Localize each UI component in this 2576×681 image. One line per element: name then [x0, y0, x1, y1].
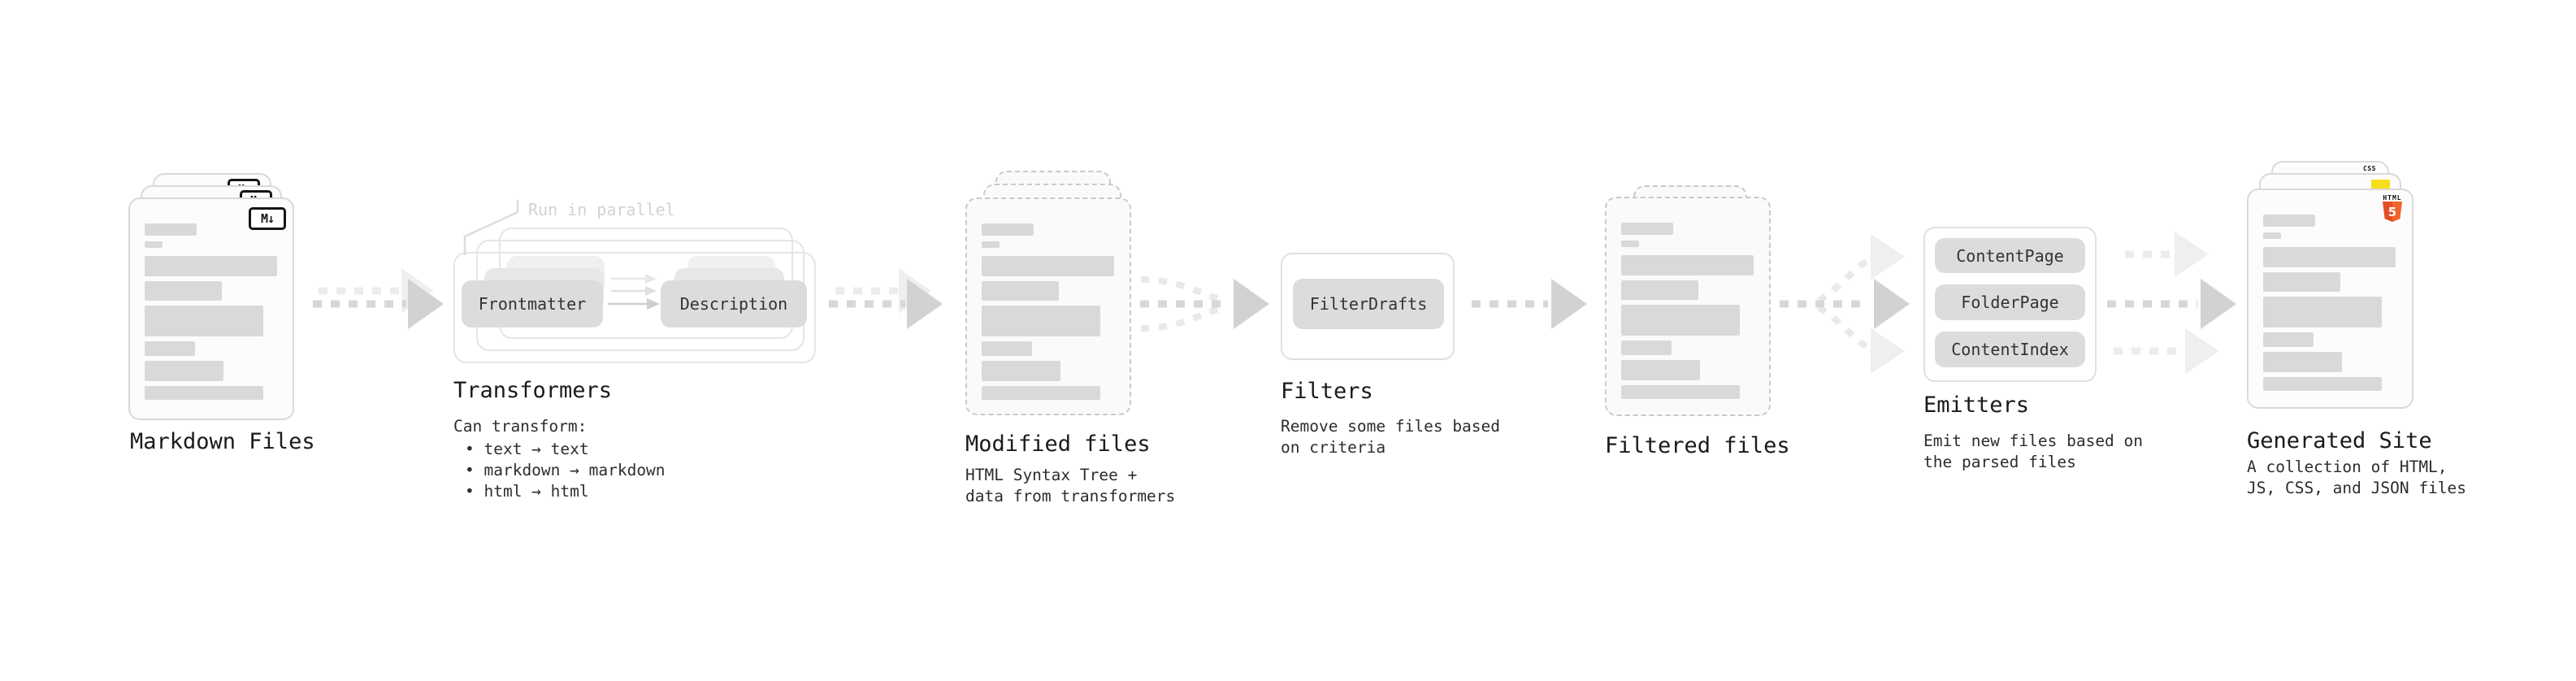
skeleton-line: [2263, 377, 2382, 391]
arrow-emitters-to-site: [2107, 232, 2236, 374]
transformer-pill-description: Description: [661, 280, 807, 327]
stage-label-emitters: Emitters: [1923, 393, 2030, 418]
run-in-parallel-label: Run in parallel: [528, 200, 675, 219]
skeleton-line: [982, 281, 1059, 301]
skeleton-line: [2263, 247, 2396, 267]
filters-description: on criteria: [1281, 438, 1386, 457]
stage-label-markdown-files: Markdown Files: [130, 429, 315, 454]
arrow-markdown-to-transformers: [313, 268, 444, 329]
arrow-merge-modified-to-filters: [1140, 276, 1269, 332]
skeleton-line: [1621, 305, 1740, 336]
modified-files-description: HTML Syntax Tree +: [965, 466, 1138, 484]
skeleton-line: [1621, 385, 1740, 399]
arrow-transformers-to-modified: [829, 268, 943, 329]
skeleton-line: [982, 361, 1060, 381]
skeleton-line: [2263, 232, 2281, 239]
generated-site-description: A collection of HTML,: [2247, 458, 2448, 476]
skeleton-content: [982, 199, 1120, 400]
emitter-pill-folderpage: FolderPage: [1935, 284, 2085, 320]
file-card-front: [965, 197, 1131, 415]
emitters-description: Emit new files based on: [1923, 432, 2144, 450]
skeleton-line: [2263, 332, 2314, 347]
generated-site-description: JS, CSS, and JSON files: [2247, 479, 2467, 497]
html5-icon: HTML 5: [2381, 194, 2404, 222]
file-card-front: [1605, 197, 1771, 416]
skeleton-line: [1621, 360, 1700, 380]
skeleton-line: [1621, 340, 1672, 355]
emitter-pill-contentindex: ContentIndex: [1935, 332, 2085, 367]
skeleton-line: [982, 341, 1032, 356]
skeleton-line: [145, 256, 277, 276]
skeleton-line: [145, 306, 263, 336]
stage-label-generated-site: Generated Site: [2247, 428, 2432, 453]
transformers-description: Can transform:: [453, 417, 588, 436]
skeleton-line: [1621, 223, 1673, 235]
stage-label-transformers: Transformers: [453, 378, 613, 403]
transformers-bullet: • html → html: [465, 482, 589, 501]
emitters-description: the parsed files: [1923, 453, 2076, 471]
skeleton-line: [2263, 215, 2315, 227]
javascript-icon: [2371, 180, 2390, 189]
skeleton-line: [2263, 272, 2340, 292]
arrow-filters-to-filtered: [1472, 279, 1587, 329]
transformer-pill-frontmatter: Frontmatter: [462, 280, 603, 327]
skeleton-line: [2263, 297, 2382, 327]
emitter-pill-contentpage: ContentPage: [1935, 238, 2085, 273]
skeleton-line: [982, 256, 1114, 276]
skeleton-line: [145, 386, 263, 400]
skeleton-line: [145, 281, 222, 301]
transformer-run-box-front: [453, 252, 816, 363]
stage-label-filtered-files: Filtered files: [1605, 433, 1790, 458]
skeleton-line: [145, 223, 197, 236]
filters-description: Remove some files based: [1281, 417, 1501, 436]
skeleton-line: [2263, 352, 2342, 372]
skeleton-line: [1621, 280, 1698, 300]
file-card-front: HTML 5: [2247, 189, 2413, 409]
stage-label-filters: Filters: [1281, 379, 1373, 404]
transformers-bullet: • markdown → markdown: [465, 461, 666, 479]
skeleton-content: [1621, 198, 1759, 399]
skeleton-line: [145, 241, 163, 248]
skeleton-content: [2263, 190, 2402, 391]
markdown-icon: M↓: [249, 207, 286, 230]
stage-label-modified-files: Modified files: [965, 432, 1151, 457]
skeleton-line: [982, 386, 1100, 400]
skeleton-line: [982, 306, 1100, 336]
skeleton-line: [145, 361, 223, 381]
skeleton-line: [1621, 241, 1639, 247]
arrow-fanout-filtered-to-emitters: [1780, 234, 1910, 374]
filter-pill-filterdrafts: FilterDrafts: [1293, 279, 1444, 329]
skeleton-content: [145, 199, 283, 400]
modified-files-description: data from transformers: [965, 487, 1176, 505]
skeleton-line: [1621, 255, 1754, 275]
file-card-front: M↓: [128, 197, 294, 420]
skeleton-line: [982, 241, 1000, 248]
skeleton-line: [145, 341, 195, 356]
transformers-bullet: • text → text: [465, 440, 589, 458]
skeleton-line: [982, 223, 1034, 236]
